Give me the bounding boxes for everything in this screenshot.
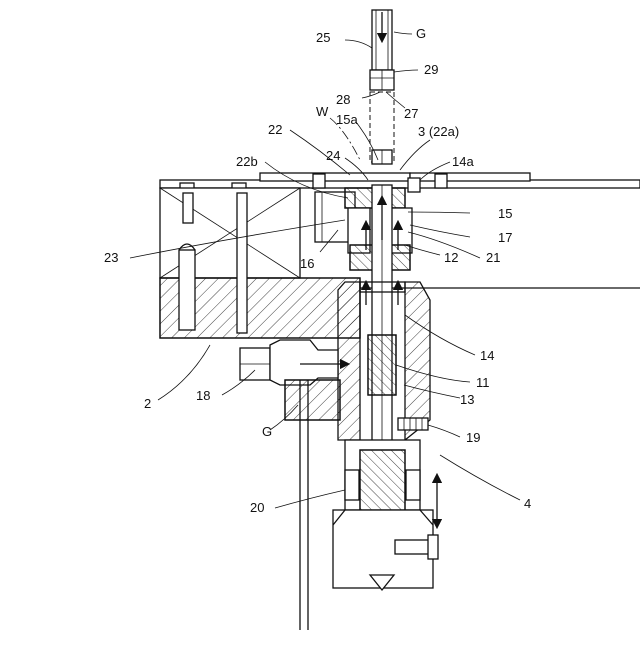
label-29: 29 [424, 62, 438, 77]
label-27: 27 [404, 106, 418, 121]
label-19: 19 [466, 430, 480, 445]
label-22b: 22b [236, 154, 258, 169]
label-11: 11 [476, 375, 490, 390]
label-15: 15 [498, 206, 512, 221]
label-G-bottom: G [262, 424, 272, 439]
label-17: 17 [498, 230, 512, 245]
label-13: 13 [460, 392, 474, 407]
label-28: 28 [336, 92, 350, 107]
label-15a: 15a [336, 112, 358, 127]
label-2: 2 [144, 396, 151, 411]
label-14: 14 [480, 348, 494, 363]
spindle-assembly [333, 185, 438, 590]
side-fitting [240, 340, 345, 630]
label-21: 21 [486, 250, 500, 265]
label-25: 25 [316, 30, 330, 45]
label-22: 22 [268, 122, 282, 137]
label-14a: 14a [452, 154, 474, 169]
label-W: W [316, 104, 329, 119]
label-G-top: G [416, 26, 426, 41]
screw-19 [398, 418, 428, 430]
label-3-22a: 3 (22a) [418, 124, 459, 139]
label-16: 16 [300, 256, 314, 271]
label-20: 20 [250, 500, 264, 515]
label-4: 4 [524, 496, 531, 511]
label-24: 24 [326, 148, 340, 163]
label-12: 12 [444, 250, 458, 265]
label-18: 18 [196, 388, 210, 403]
gas-supply-pipe [370, 10, 394, 90]
workpiece-outline [370, 92, 394, 164]
label-23: 23 [104, 250, 118, 265]
